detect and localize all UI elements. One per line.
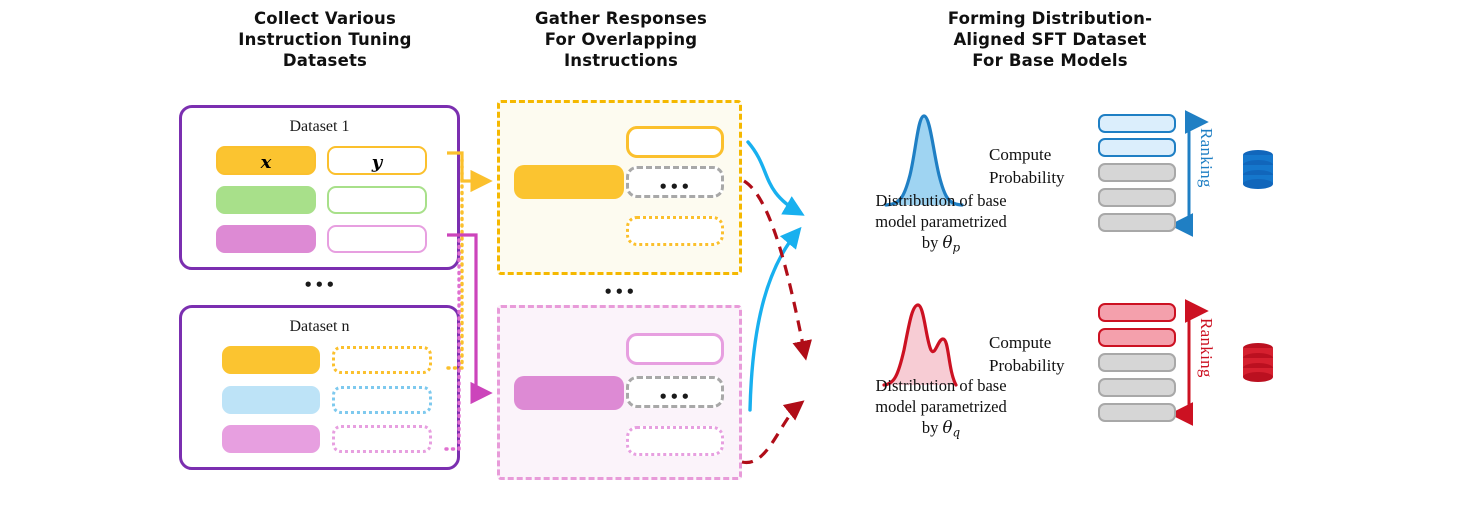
rank-bar-p-1 (1098, 114, 1176, 133)
title-line: For Base Models (972, 51, 1128, 70)
rank-bar-q-5 (1098, 403, 1176, 422)
distribution-curve-q (882, 303, 958, 387)
caption-line: Distribution of base (875, 191, 1007, 210)
dataset-1-title: Dataset 1 (289, 118, 350, 135)
compute-probability-p: Compute Probability (989, 143, 1099, 189)
caption-by: by (921, 418, 943, 437)
caption-line-theta: by θp (832, 232, 1050, 258)
dataset-n-row-3-x (222, 425, 320, 453)
title-line: Aligned SFT Dataset (953, 30, 1147, 49)
pink-response-1 (626, 333, 724, 365)
caption-by: by (921, 233, 943, 252)
title-line: For Overlapping (544, 30, 698, 49)
database-icon-blue (1243, 150, 1273, 189)
ranking-label-p: Ranking (1197, 128, 1216, 188)
rank-bar-q-4 (1098, 378, 1176, 397)
column-title-gather: Gather Responses For Overlapping Instruc… (490, 8, 752, 71)
yellow-response-2-ellipsis: ••• (658, 178, 692, 196)
rank-bar-q-1 (1098, 303, 1176, 322)
dataset-n-box: Dataset n (179, 305, 460, 470)
theta-symbol: θ (942, 418, 953, 437)
caption-line-theta: by θq (832, 417, 1050, 443)
pink-instruction (514, 376, 624, 410)
dataset-1-row-1-x: x (216, 146, 316, 175)
dataset-n-row-2-x (222, 386, 320, 414)
x-label: x (260, 152, 272, 173)
arrow-yellow-to-model-p (746, 140, 805, 216)
title-line: Forming Distribution- (947, 9, 1153, 28)
yellow-response-2: ••• (626, 166, 724, 198)
rank-bar-p-2 (1098, 138, 1176, 157)
column-title-collect: Collect Various Instruction Tuning Datas… (180, 8, 470, 71)
group-yellow-box: ••• (497, 100, 742, 275)
model-q-caption: Distribution of base model parametrized … (832, 375, 1050, 443)
rank-bar-p-5 (1098, 213, 1176, 232)
group-pink-box: ••• (497, 305, 742, 480)
theta-subscript: p (952, 240, 961, 255)
dataset-1-row-3-y (327, 225, 427, 253)
caption-line: Distribution of base (875, 376, 1007, 395)
column-title-forming: Forming Distribution- Aligned SFT Datase… (910, 8, 1190, 71)
ranking-label-q: Ranking (1197, 318, 1216, 378)
title-line: Instruction Tuning (238, 30, 412, 49)
database-icon-red (1243, 343, 1273, 382)
dataset-n-row-1-x (222, 346, 320, 374)
y-label: y (371, 152, 383, 173)
dataset-1-row-2-y (327, 186, 427, 214)
compute-line: Probability (989, 168, 1065, 187)
dataset-n-row-3-y (332, 425, 432, 453)
dataset-1-box: Dataset 1 x y (179, 105, 460, 270)
pink-response-3 (626, 426, 724, 456)
rank-bar-p-3 (1098, 163, 1176, 182)
model-p-caption: Distribution of base model parametrized … (832, 190, 1050, 258)
compute-line: Probability (989, 356, 1065, 375)
title-line: Collect Various (253, 9, 397, 28)
dataset-1-row-2-x (216, 186, 316, 214)
compute-probability-q: Compute Probability (989, 331, 1099, 377)
pink-response-2-ellipsis: ••• (658, 388, 692, 406)
rank-bar-q-2 (1098, 328, 1176, 347)
title-line: Instructions (563, 51, 679, 70)
dataset-list-ellipsis: ••• (303, 276, 337, 294)
rank-bar-q-3 (1098, 353, 1176, 372)
dataset-n-row-1-y (332, 346, 432, 374)
yellow-response-3 (626, 216, 724, 246)
yellow-instruction (514, 165, 624, 199)
title-line: Datasets (282, 51, 368, 70)
caption-line: model parametrized (875, 397, 1007, 416)
compute-line: Compute (989, 333, 1052, 352)
dataset-n-row-2-y (332, 386, 432, 414)
caption-line: model parametrized (875, 212, 1007, 231)
dataset-1-row-3-x (216, 225, 316, 253)
dataset-1-row-1-y: y (327, 146, 427, 175)
rank-bar-p-4 (1098, 188, 1176, 207)
group-list-ellipsis: ••• (603, 283, 637, 301)
arrow-pink-to-model-p (748, 226, 802, 412)
title-line: Gather Responses (534, 9, 708, 28)
theta-symbol: θ (942, 233, 953, 252)
arrow-pink-to-model-q (741, 400, 805, 464)
dataset-n-title: Dataset n (289, 318, 350, 335)
compute-line: Compute (989, 145, 1052, 164)
arrow-yellow-to-model-q (743, 179, 812, 361)
theta-subscript: q (952, 425, 961, 440)
yellow-response-1 (626, 126, 724, 158)
pink-response-2: ••• (626, 376, 724, 408)
